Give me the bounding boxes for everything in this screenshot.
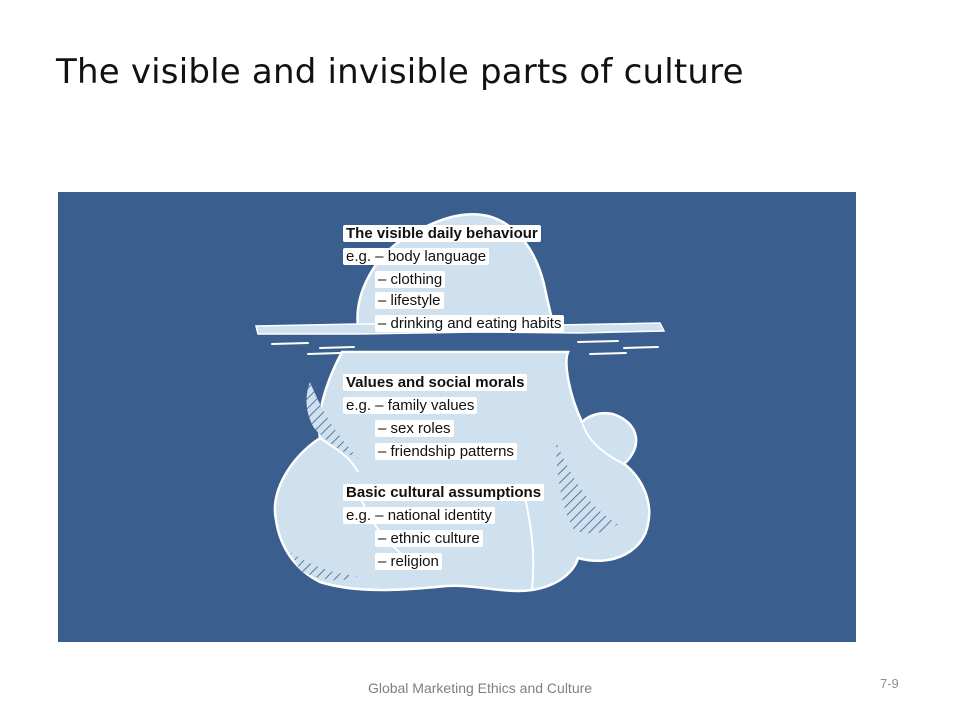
section-1-item: – lifestyle xyxy=(375,292,444,309)
section-2-item: – sex roles xyxy=(375,420,454,437)
iceberg-labels: The visible daily behaviour e.g. – body … xyxy=(58,192,856,642)
section-1-item: – drinking and eating habits xyxy=(375,315,565,332)
section-1-heading: The visible daily behaviour xyxy=(343,225,541,242)
section-2-heading: Values and social morals xyxy=(343,374,528,391)
section-1-item: e.g. – body language xyxy=(343,248,490,265)
slide-footer: Global Marketing Ethics and Culture xyxy=(367,680,593,696)
section-3-item: e.g. – national identity xyxy=(343,507,495,524)
waterline-dashes xyxy=(271,340,659,355)
section-3-heading: Basic cultural assumptions xyxy=(343,484,545,501)
section-1-item: – clothing xyxy=(375,271,446,288)
section-3-item: – religion xyxy=(375,553,442,570)
hatch-left-lower xyxy=(290,552,358,581)
section-3-item: – ethnic culture xyxy=(375,530,483,547)
hatch-left-upper xyxy=(306,382,358,458)
slide-title: The visible and invisible parts of cultu… xyxy=(56,52,744,92)
section-2-item: e.g. – family values xyxy=(343,397,478,414)
section-2-item: – friendship patterns xyxy=(375,443,517,460)
iceberg-diagram: The visible daily behaviour e.g. – body … xyxy=(58,192,856,642)
hatch-right xyxy=(556,442,618,534)
page-number: 7-9 xyxy=(880,676,899,691)
